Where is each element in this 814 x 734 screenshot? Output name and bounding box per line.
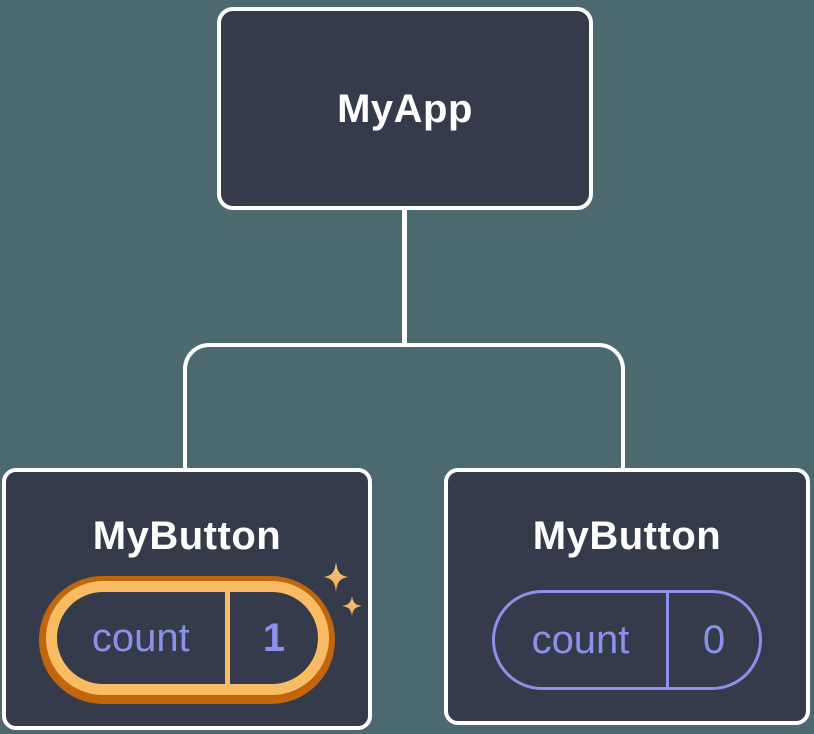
state-pill-core: count 1: [57, 592, 318, 684]
state-name-label: count: [91, 616, 190, 660]
myapp-label: MyApp: [337, 86, 473, 131]
myapp-node: MyApp: [217, 7, 593, 210]
mybutton-1-label: MyButton: [92, 514, 282, 558]
state-divider: [224, 592, 230, 684]
state-name-label: count: [531, 618, 630, 662]
connector-trunk-line: [402, 208, 407, 345]
state-value: 1: [262, 616, 285, 660]
state-value: 0: [702, 618, 726, 662]
state-divider: [666, 593, 669, 687]
state-pill-highlighted: count 1: [39, 576, 335, 704]
connector-branch-lines: [183, 343, 625, 470]
mybutton-2-label: MyButton: [532, 514, 722, 558]
state-pill-gold-ring: count 1: [46, 581, 329, 695]
sparkles-icon: [324, 562, 362, 616]
mybutton-node-1: MyButton count 1: [2, 468, 372, 730]
state-pill: count 0: [492, 590, 762, 690]
mybutton-node-2: MyButton count 0: [444, 468, 810, 725]
